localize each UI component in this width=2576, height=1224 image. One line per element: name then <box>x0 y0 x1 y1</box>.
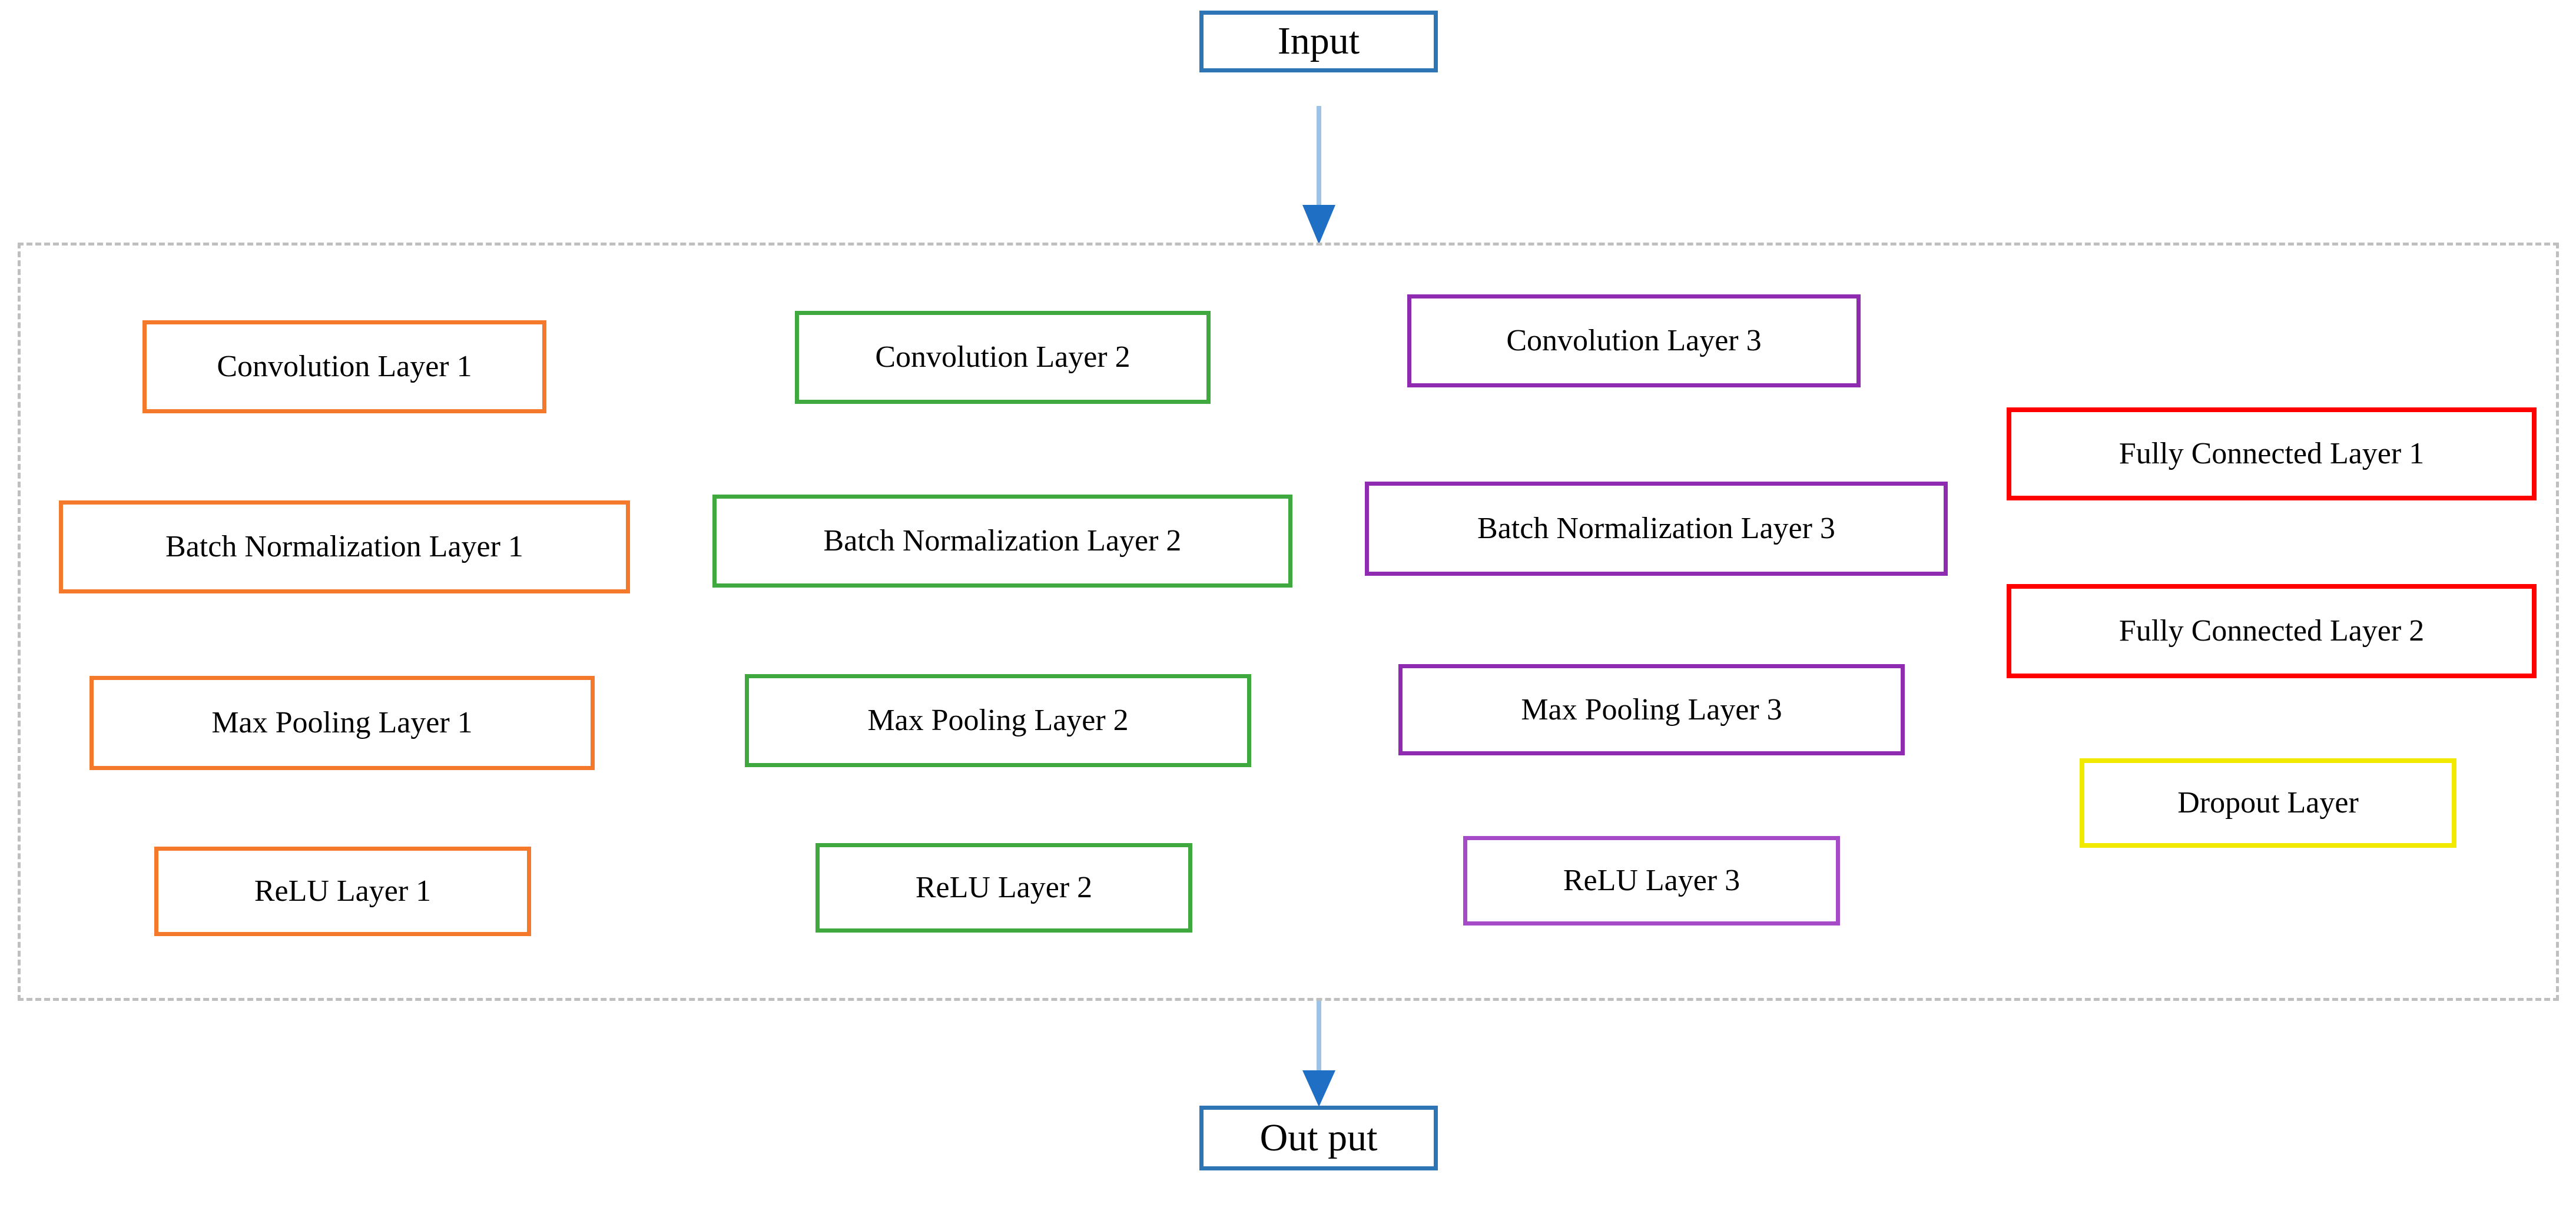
layer-box-fully-connected-1[interactable]: Fully Connected Layer 1 <box>2007 407 2537 500</box>
layer-box-relu-1[interactable]: ReLU Layer 1 <box>154 847 531 936</box>
layer-label: Max Pooling Layer 1 <box>211 706 473 740</box>
layer-box-max-pooling-3[interactable]: Max Pooling Layer 3 <box>1398 664 1905 755</box>
output-node[interactable]: Out put <box>1199 1106 1438 1170</box>
layer-box-batch-normalization-1[interactable]: Batch Normalization Layer 1 <box>59 500 630 593</box>
layers-group-container <box>18 243 2559 1001</box>
layer-box-fully-connected-2[interactable]: Fully Connected Layer 2 <box>2007 584 2537 678</box>
layer-box-dropout[interactable]: Dropout Layer <box>2080 758 2456 848</box>
layer-label: Fully Connected Layer 1 <box>2119 437 2425 471</box>
arrow-group-to-output <box>1302 1001 1335 1107</box>
layer-label: ReLU Layer 1 <box>254 874 432 908</box>
layer-box-max-pooling-1[interactable]: Max Pooling Layer 1 <box>89 676 595 770</box>
layer-box-max-pooling-2[interactable]: Max Pooling Layer 2 <box>745 674 1251 767</box>
layer-label: Dropout Layer <box>2177 786 2359 820</box>
layer-label: Convolution Layer 1 <box>217 350 472 384</box>
layer-box-convolution-1[interactable]: Convolution Layer 1 <box>142 320 546 413</box>
layer-box-batch-normalization-2[interactable]: Batch Normalization Layer 2 <box>712 495 1292 588</box>
layer-label: Max Pooling Layer 2 <box>867 704 1129 738</box>
layer-box-convolution-2[interactable]: Convolution Layer 2 <box>795 311 1211 404</box>
arrow-input-to-group <box>1302 106 1335 244</box>
input-node[interactable]: Input <box>1199 11 1438 72</box>
layer-label: Convolution Layer 3 <box>1506 324 1762 358</box>
output-node-label: Out put <box>1259 1116 1378 1159</box>
layer-box-convolution-3[interactable]: Convolution Layer 3 <box>1407 294 1861 387</box>
layer-label: ReLU Layer 2 <box>915 871 1093 905</box>
layer-box-relu-2[interactable]: ReLU Layer 2 <box>815 843 1192 933</box>
layer-label: ReLU Layer 3 <box>1563 864 1740 898</box>
layer-label: Batch Normalization Layer 1 <box>165 530 523 564</box>
layer-label: Fully Connected Layer 2 <box>2119 614 2425 648</box>
input-node-label: Input <box>1277 19 1360 63</box>
layer-label: Max Pooling Layer 3 <box>1521 692 1782 727</box>
layer-box-relu-3[interactable]: ReLU Layer 3 <box>1463 836 1840 926</box>
layer-label: Convolution Layer 2 <box>875 340 1130 374</box>
layer-box-batch-normalization-3[interactable]: Batch Normalization Layer 3 <box>1365 482 1948 576</box>
layer-label: Batch Normalization Layer 3 <box>1477 512 1835 546</box>
layer-label: Batch Normalization Layer 2 <box>823 524 1182 558</box>
